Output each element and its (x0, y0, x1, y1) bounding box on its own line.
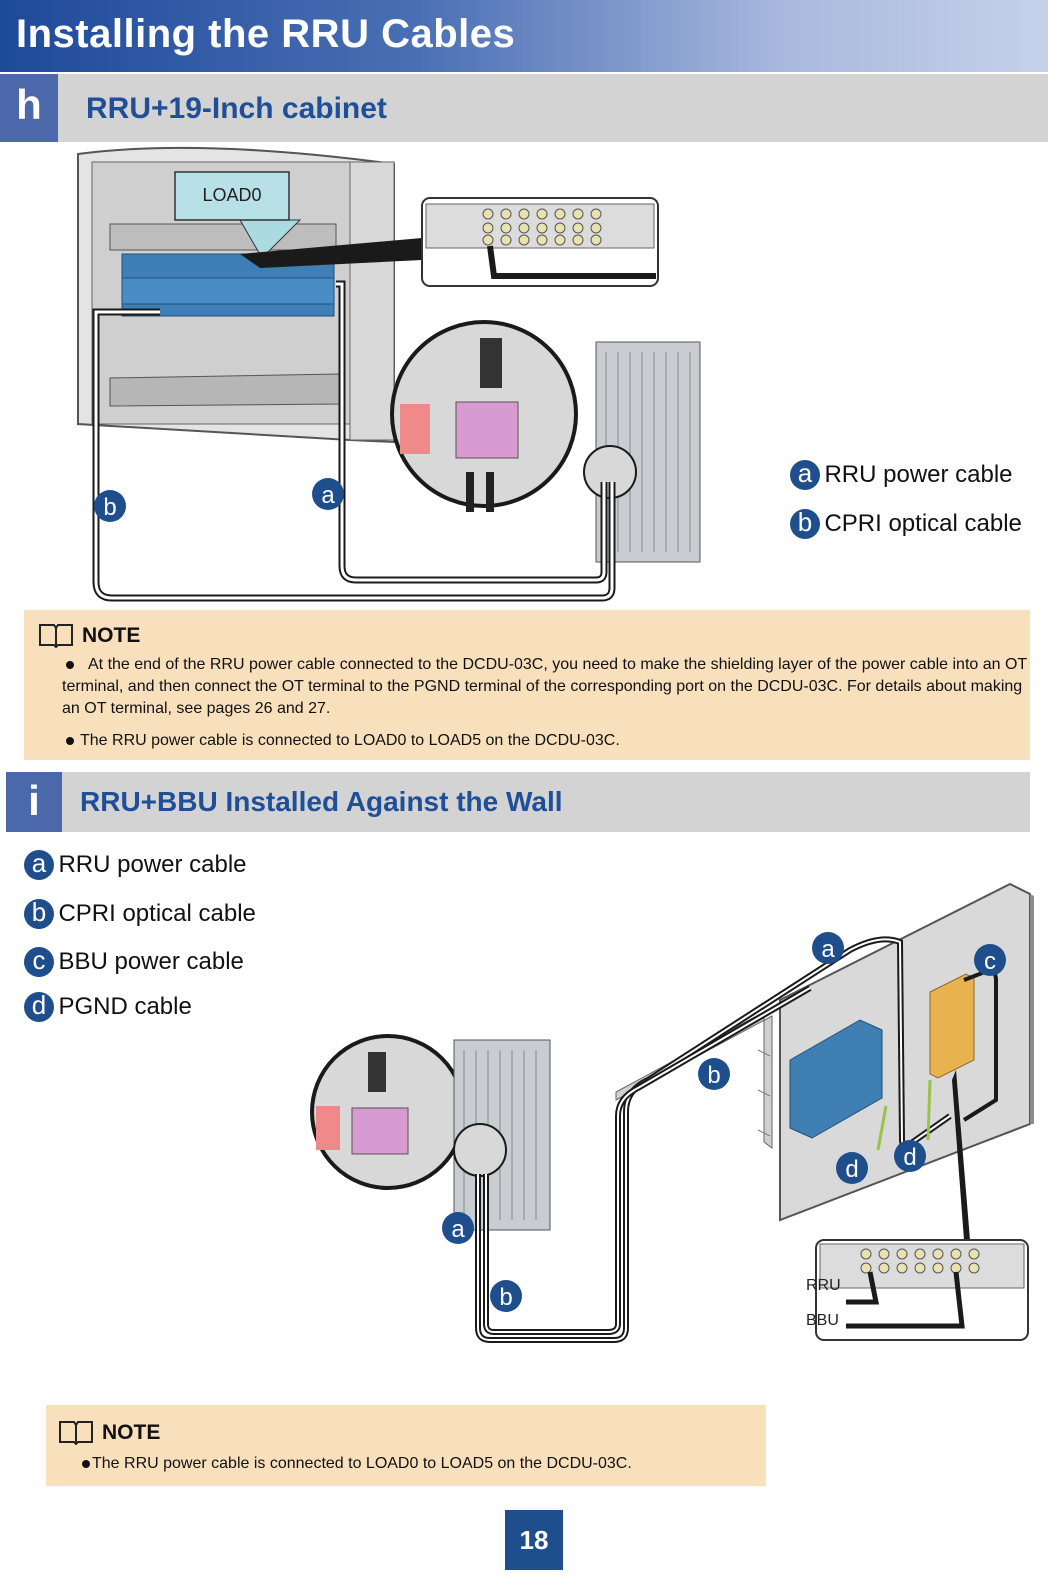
badge-a: a (24, 850, 54, 880)
section-h-bar (0, 74, 1048, 142)
note-heading: NOTE (82, 624, 141, 647)
legend-item-rru-power-i: a RRU power cable (24, 850, 247, 880)
title-bar (0, 0, 1048, 72)
badge-a-diagram-i-top: a (812, 932, 844, 964)
section-i-letter: i (6, 772, 62, 832)
svg-text:a: a (821, 936, 835, 963)
svg-text:b: b (103, 494, 116, 521)
badge-b-diagram-i-top: b (698, 1058, 730, 1090)
note-bullet-1: At the end of the RRU power cable connec… (62, 654, 1028, 720)
svg-text:b: b (499, 1284, 512, 1311)
section-h-title: RRU+19-Inch cabinet (86, 92, 387, 125)
page-number: 18 (505, 1510, 563, 1570)
badge-b: b (790, 509, 820, 539)
note-box-i: NOTE The RRU power cable is connected to… (46, 1405, 766, 1486)
note-box-h: NOTE At the end of the RRU power cable c… (24, 610, 1030, 760)
note-bullet-text: At the end of the RRU power cable connec… (62, 656, 1027, 717)
svg-text:b: b (707, 1062, 720, 1089)
legend-label: BBU power cable (58, 948, 244, 975)
rru-panel-label: RRU (806, 1277, 841, 1294)
load0-callout (174, 171, 290, 221)
wall-diagram: a c b d d a b RRU BBU (310, 882, 1034, 1343)
legend-label: CPRI optical cable (58, 900, 256, 927)
badge-a-diagram-h: a (312, 478, 344, 510)
svg-text:d: d (903, 1144, 916, 1171)
legend-label: CPRI optical cable (824, 510, 1022, 537)
legend-item-pgnd-i: d PGND cable (24, 992, 192, 1022)
section-i-title: RRU+BBU Installed Against the Wall (80, 786, 563, 817)
book-icon (39, 624, 73, 648)
page-title: Installing the RRU Cables (16, 12, 516, 56)
legend-item-rru-power-h: a RRU power cable (790, 460, 1013, 490)
cabinet-diagram: LOAD0 a b (77, 146, 701, 602)
note-bullet-2: The RRU power cable is connected to LOAD… (62, 730, 1028, 752)
note-bullet-text: The RRU power cable is connected to LOAD… (92, 1455, 632, 1472)
note-heading: NOTE (102, 1421, 161, 1444)
badge-b: b (24, 899, 54, 929)
legend-label: PGND cable (58, 993, 192, 1020)
badge-c-diagram-i: c (974, 944, 1006, 976)
badge-c: c (24, 947, 54, 977)
load0-callout-text: LOAD0 (202, 185, 261, 205)
legend-item-cpri-h: b CPRI optical cable (790, 509, 1022, 539)
bbu-panel-label: BBU (806, 1312, 839, 1329)
svg-text:a: a (321, 482, 335, 509)
section-h-letter: h (0, 74, 58, 142)
svg-text:a: a (451, 1216, 465, 1243)
legend-label: RRU power cable (824, 461, 1013, 488)
badge-b-diagram-i-bottom: b (490, 1280, 522, 1312)
legend-label: RRU power cable (58, 851, 247, 878)
note-bullet-text: The RRU power cable is connected to LOAD… (80, 732, 620, 749)
svg-text:d: d (845, 1156, 858, 1183)
badge-d: d (24, 992, 54, 1022)
svg-text:c: c (984, 948, 996, 975)
section-i-bar (6, 772, 1030, 832)
note-bullet-1: The RRU power cable is connected to LOAD… (82, 1453, 762, 1475)
badge-a: a (790, 460, 820, 490)
legend-item-bbu-power-i: c BBU power cable (24, 947, 244, 977)
legend-item-cpri-i: b CPRI optical cable (24, 899, 256, 929)
badge-b-diagram-h: b (94, 490, 126, 522)
book-icon (59, 1421, 93, 1445)
badge-d-diagram-i-right: d (894, 1140, 926, 1172)
badge-a-diagram-i-bottom: a (442, 1212, 474, 1244)
badge-d-diagram-i-left: d (836, 1152, 868, 1184)
